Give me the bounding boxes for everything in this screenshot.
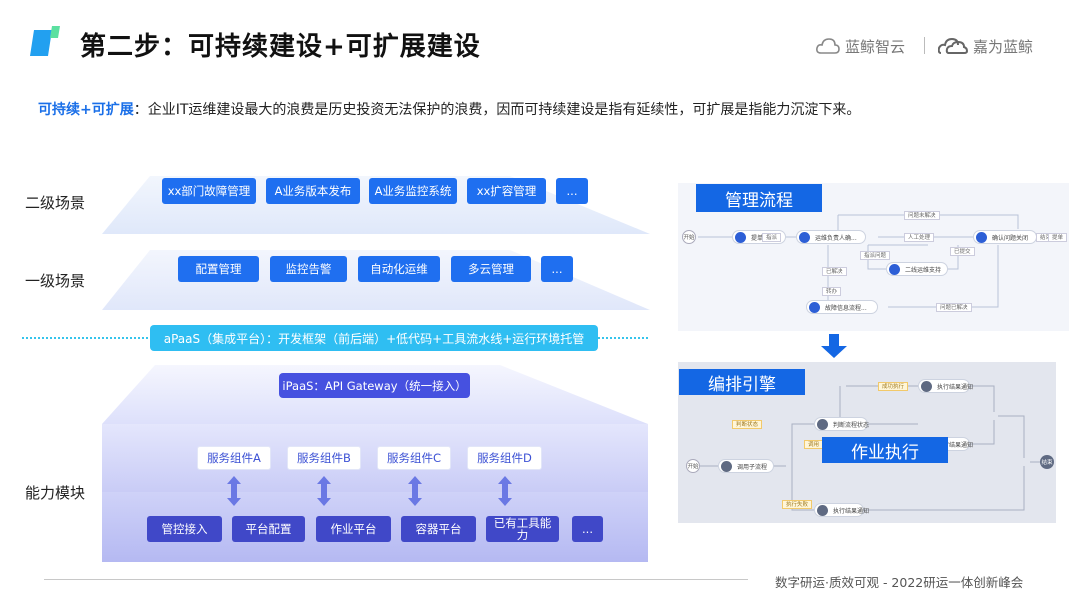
footer-text: 数字研运·质效可观 - 2022研运一体创新峰会 [775,575,1024,590]
brand-divider [924,37,925,54]
ipaas-bar[interactable]: iPaaS：API Gateway（统一接入） [279,373,470,398]
flow-mini-label: 已提交 [950,247,975,256]
capability-module[interactable]: 平台配置 [232,516,305,542]
brand-label: 蓝鲸智云 [845,37,906,56]
primary-scenario-item[interactable]: 配置管理 [178,256,259,282]
flow-node-label: 故障信息流程... [825,304,867,312]
apaas-bar[interactable]: aPaaS（集成平台）：开发框架（前后端）+低代码+工具流水线+运行环境托管 [150,325,598,351]
intro-text: 可持续+可扩展：企业IT运维建设最大的浪费是历史投资无法保护的浪费，因而可持续建… [38,99,860,119]
primary-scenario-more[interactable]: ... [541,256,573,282]
flow-node: 二线运维支持 [886,262,948,276]
service-component[interactable]: 服务组件B [287,446,361,470]
flow-mini-label: 指派问题 [860,251,891,260]
brand-label: 嘉为蓝鲸 [973,37,1034,56]
footer-divider [44,579,748,580]
flow-node-label: 确认问题关闭 [992,234,1029,242]
service-component[interactable]: 服务组件C [377,446,451,470]
flow-start-node: 开始 [682,230,696,244]
title-mark-icon [30,26,60,56]
engine-node: 调用子流程 [718,459,774,473]
primary-scenario-item[interactable]: 监控告警 [270,256,347,282]
service-component[interactable]: 服务组件A [197,446,271,470]
intro-highlight: 可持续+可扩展 [38,102,134,118]
cloud-logo-icon [816,38,840,54]
page-title: 第二步：可持续建设+可扩展建设 [80,32,481,62]
management-flow-tag: 管理流程 [696,184,822,212]
secondary-scenario-item[interactable]: A业务版本发布 [266,178,360,204]
flow-mini-label: 指派 [762,233,782,242]
engine-node-label: 执行结果通知 [833,507,870,515]
engine-node-label: 执行结果通知 [937,441,974,449]
engine-mini-label: 执行失败 [782,500,813,509]
secondary-scenario-more[interactable]: ... [556,178,588,204]
orchestration-engine-tag: 编排引擎 [679,369,805,395]
flow-node: 故障信息流程... [806,300,878,314]
flow-node: 确认问题关闭 [973,230,1037,244]
layer-label-primary: 一级场景 [25,272,86,290]
flow-node-label: 二线运维支持 [905,266,942,274]
capability-module-more[interactable]: ... [572,516,603,542]
engine-mini-label: 成功执行 [878,382,909,391]
layer-label-capability: 能力模块 [25,484,86,502]
flow-mini-label: 问题未解决 [904,211,940,220]
primary-scenario-item[interactable]: 自动化运维 [358,256,440,282]
capability-module[interactable]: 作业平台 [316,516,391,542]
engine-node: 判断流程状态 [814,417,870,431]
down-arrow-icon [821,334,847,358]
double-arrow-icon [317,476,331,506]
brand-jiawei-lanjing: 嘉为蓝鲸 [938,35,1033,57]
primary-scenario-item[interactable]: 多云管理 [451,256,531,282]
engine-node-label: 执行结果通知 [937,383,974,391]
flow-node: 运维负责人确... [796,230,866,244]
cloud-logo-icon [938,37,968,54]
flow-node-label: 提单 [751,234,764,242]
layer-label-secondary: 二级场景 [25,194,86,212]
secondary-scenario-item[interactable]: A业务监控系统 [369,178,457,204]
engine-node: 执行结果通知 [918,379,974,393]
pyramid-background [102,176,650,562]
flow-mini-label: 转办 [822,287,842,296]
capability-module[interactable]: 已有工具能力 [486,516,559,542]
engine-node-label: 判断流程状态 [833,421,870,429]
brand-lanjing-zhiyun: 蓝鲸智云 [816,35,905,57]
engine-start-node: 开始 [686,459,700,473]
capability-module[interactable]: 容器平台 [401,516,476,542]
job-execution-tag: 作业执行 [822,437,948,463]
flow-node-label: 运维负责人确... [815,234,857,242]
engine-node: 执行结果通知 [814,503,869,517]
service-component[interactable]: 服务组件D [467,446,542,470]
flow-mini-label: 人工处理 [904,233,935,242]
flow-mini-label: 问题已解决 [936,303,972,312]
engine-mini-label: 调用 [804,440,824,449]
intro-body: ：企业IT运维建设最大的浪费是历史投资无法保护的浪费，因而可持续建设是指有延续性… [133,102,861,118]
flow-mini-label: 提单 [1048,233,1068,242]
engine-mini-label: 判断状态 [732,420,763,429]
engine-end-node: 结束 [1040,455,1054,469]
capability-module[interactable]: 管控接入 [147,516,222,542]
secondary-scenario-item[interactable]: xx扩容管理 [467,178,546,204]
double-arrow-icon [408,476,422,506]
engine-node-label: 调用子流程 [737,463,768,471]
flow-mini-label: 已解决 [822,267,847,276]
secondary-scenario-item[interactable]: xx部门故障管理 [162,178,256,204]
double-arrow-icon [227,476,241,506]
double-arrow-icon [498,476,512,506]
